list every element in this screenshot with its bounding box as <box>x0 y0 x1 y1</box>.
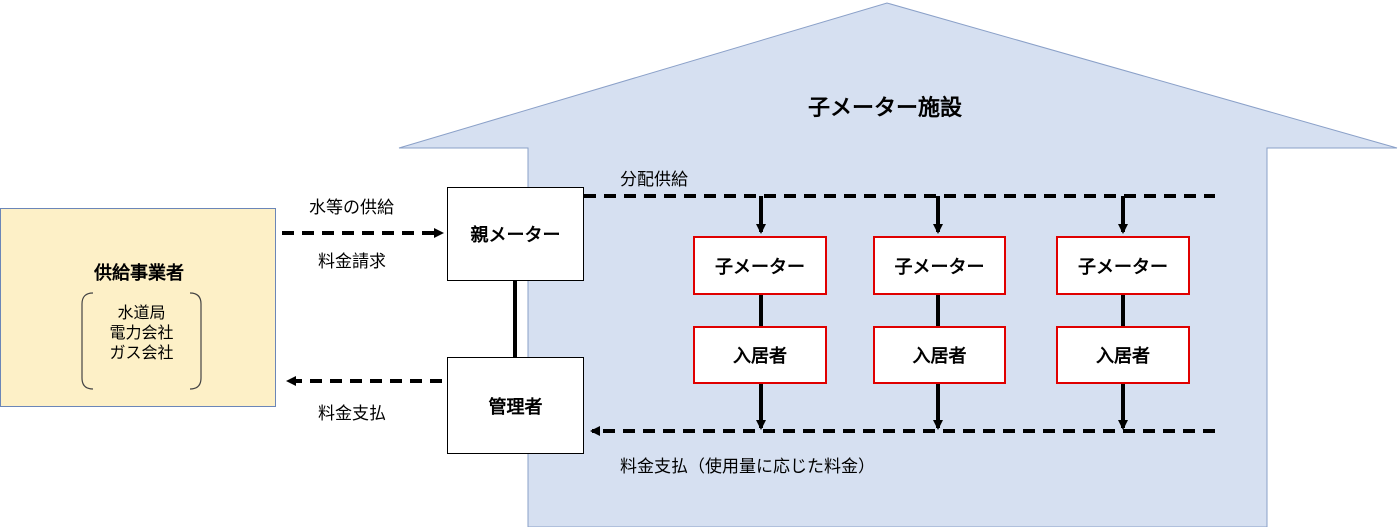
resident-box: 入居者 <box>693 326 827 384</box>
supplier-item: 水道局 <box>117 303 166 322</box>
distribution-label: 分配供給 <box>620 170 688 190</box>
supplier-bracket <box>81 292 202 390</box>
child-meter-box: 子メーター <box>1056 236 1190 295</box>
child-meter-box: 子メーター <box>873 236 1006 295</box>
supplier-name: 供給事業者 <box>94 263 184 284</box>
supply-label: 水等の供給 <box>309 198 394 218</box>
payment-to-supplier-label: 料金支払 <box>318 404 386 424</box>
facility-title: 子メーター施設 <box>808 96 963 121</box>
resident-box: 入居者 <box>1056 326 1190 384</box>
resident-box: 入居者 <box>873 326 1006 384</box>
billing-label: 料金請求 <box>318 252 386 272</box>
supplier-box: 供給事業者 水道局 電力会社 ガス会社 <box>0 208 276 407</box>
tenant-payment-label: 料金支払（使用量に応じた料金） <box>620 457 875 477</box>
supplier-item: 電力会社 <box>109 323 174 342</box>
parent-meter-box: 親メーター <box>447 187 584 281</box>
child-meter-box: 子メーター <box>693 236 827 295</box>
supplier-item: ガス会社 <box>109 343 174 362</box>
supplier-list: 水道局 電力会社 ガス会社 <box>81 303 202 363</box>
manager-box: 管理者 <box>447 357 584 454</box>
